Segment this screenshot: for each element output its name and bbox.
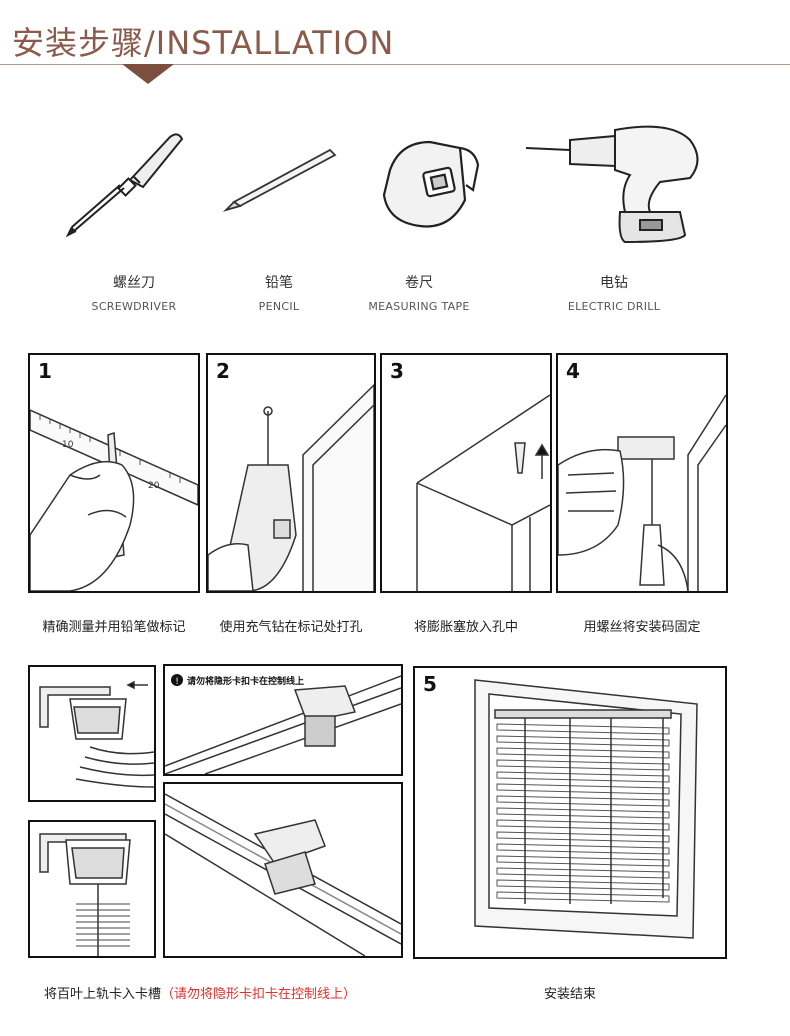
tool-label-en: ELECTRIC DRILL [567,300,661,313]
bracket-detail-panel-bottom [28,820,156,958]
tool-label-cn: 铅笔 [265,275,293,291]
ruler-label: 10 [62,440,74,450]
step-caption: 用螺丝将安装码固定 [583,620,701,635]
step-caption: 将膨胀塞放入孔中 [413,620,518,635]
step-5-caption: 安装结束 [543,987,596,1002]
bottom-caption-warning: （请勿将隐形卡扣卡在控制线上） [161,987,357,1002]
clip-warning-note: 请勿将隐形卡扣卡在控制线上 [187,677,305,687]
tool-label-cn: 螺丝刀 [113,275,155,291]
step-number: 3 [390,359,404,383]
step-caption: 使用充气钻在标记处打孔 [219,620,363,635]
step-caption: 精确测量并用铅笔做标记 [42,620,186,635]
page-title: 安装步骤/INSTALLATION [12,24,395,62]
clip-detail-panel-bottom [163,782,403,958]
svg-text:!: ! [175,677,179,687]
step-2-panel: 2 [206,353,376,593]
step-4-panel: 4 [556,353,728,593]
step-number: 1 [38,359,52,383]
step-3-panel: 3 [380,353,552,593]
header-triangle-marker [122,64,174,84]
clip-detail-panel-top: ! 请勿将隐形卡扣卡在控制线上 [163,664,403,776]
pencil-icon [220,140,340,220]
screwdriver-icon [60,125,190,240]
step-number: 4 [566,359,580,383]
ruler-label: 20 [148,481,160,491]
measuring-tape-icon [370,130,490,240]
step-5-panel: 5 [413,666,727,959]
step-1-panel: 1 10 20 [28,353,200,593]
tool-label-en: MEASURING TAPE [368,300,470,313]
tool-label-en: PENCIL [258,300,300,313]
electric-drill-icon [520,120,710,255]
tool-label-en: SCREWDRIVER [91,300,177,313]
bracket-detail-panel-top [28,665,156,802]
tool-label-cn: 电钻 [600,275,628,291]
step-number: 2 [216,359,230,383]
step-number: 5 [423,672,437,696]
bottom-caption-main: 将百叶上轨卡入卡槽 [44,987,162,1002]
tool-label-cn: 卷尺 [405,275,433,291]
bottom-caption: 将百叶上轨卡入卡槽（请勿将隐形卡扣卡在控制线上） [44,983,404,1002]
header-divider [0,64,790,65]
